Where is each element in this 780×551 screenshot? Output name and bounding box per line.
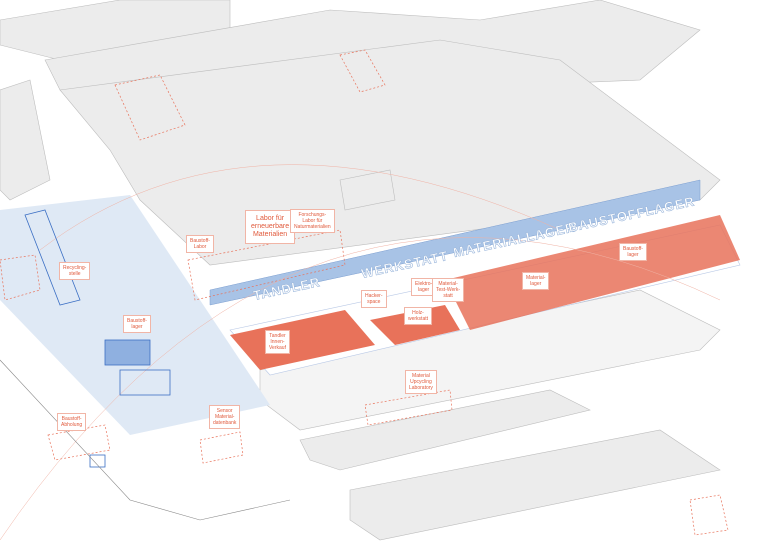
red-zone-lager	[445, 215, 740, 330]
dashed-volume-6	[199, 431, 244, 464]
dashed-volume-4	[0, 254, 41, 301]
building-west	[0, 79, 51, 201]
dashed-volume-8	[689, 494, 729, 536]
label-abholung: Baustoff- Abholung	[57, 413, 87, 431]
label-forschungslabor: Forschungs- Labor für Naturmaterialien	[290, 209, 335, 233]
material-pallets	[104, 339, 151, 366]
label-baustoff-labor: Baustoff- Labor	[186, 235, 214, 253]
red-zone-tandler	[230, 310, 375, 370]
label-holzwerkstatt: Holz- werkstatt	[404, 307, 433, 325]
label-baustofflager-plaza: Baustoff- lager	[123, 315, 151, 333]
label-elektrolager: Elektro- lager	[411, 278, 437, 296]
label-upcycling: Material Upcycling Laboratory	[405, 370, 437, 394]
red-zone-werkstatt	[370, 305, 460, 345]
building-shed-3	[349, 429, 721, 541]
label-testwerkstatt: Material- Test-Werk- statt	[432, 278, 465, 302]
building-small-1	[339, 169, 396, 211]
label-tandler-verkauf: Tandler Innen- Verkauf	[265, 330, 290, 354]
building-shed-2	[299, 389, 591, 471]
label-hackerspace: Hacker- space	[361, 290, 387, 308]
label-baustofflager-hall: Baustoff- lager	[619, 243, 647, 261]
label-sensor: Sensor Material- datenbank	[209, 405, 241, 429]
dashed-volume-2	[339, 49, 386, 93]
vehicle-truck	[89, 454, 106, 468]
radius-circle-1	[0, 237, 721, 541]
label-materiallager: Material- lager	[522, 272, 550, 290]
recycling-structure	[24, 209, 81, 306]
label-labor-erneuerbar: Labor für erneuerbare Materialien	[245, 210, 296, 244]
dashed-volume-7	[364, 389, 453, 426]
dashed-volume-3	[187, 229, 346, 301]
radius-circle-2	[39, 164, 561, 251]
blue-wall	[209, 179, 701, 306]
label-recyclingstelle: Recycling- stelle	[59, 262, 91, 280]
material-bins	[119, 369, 171, 396]
dashed-volume-1	[114, 74, 186, 141]
